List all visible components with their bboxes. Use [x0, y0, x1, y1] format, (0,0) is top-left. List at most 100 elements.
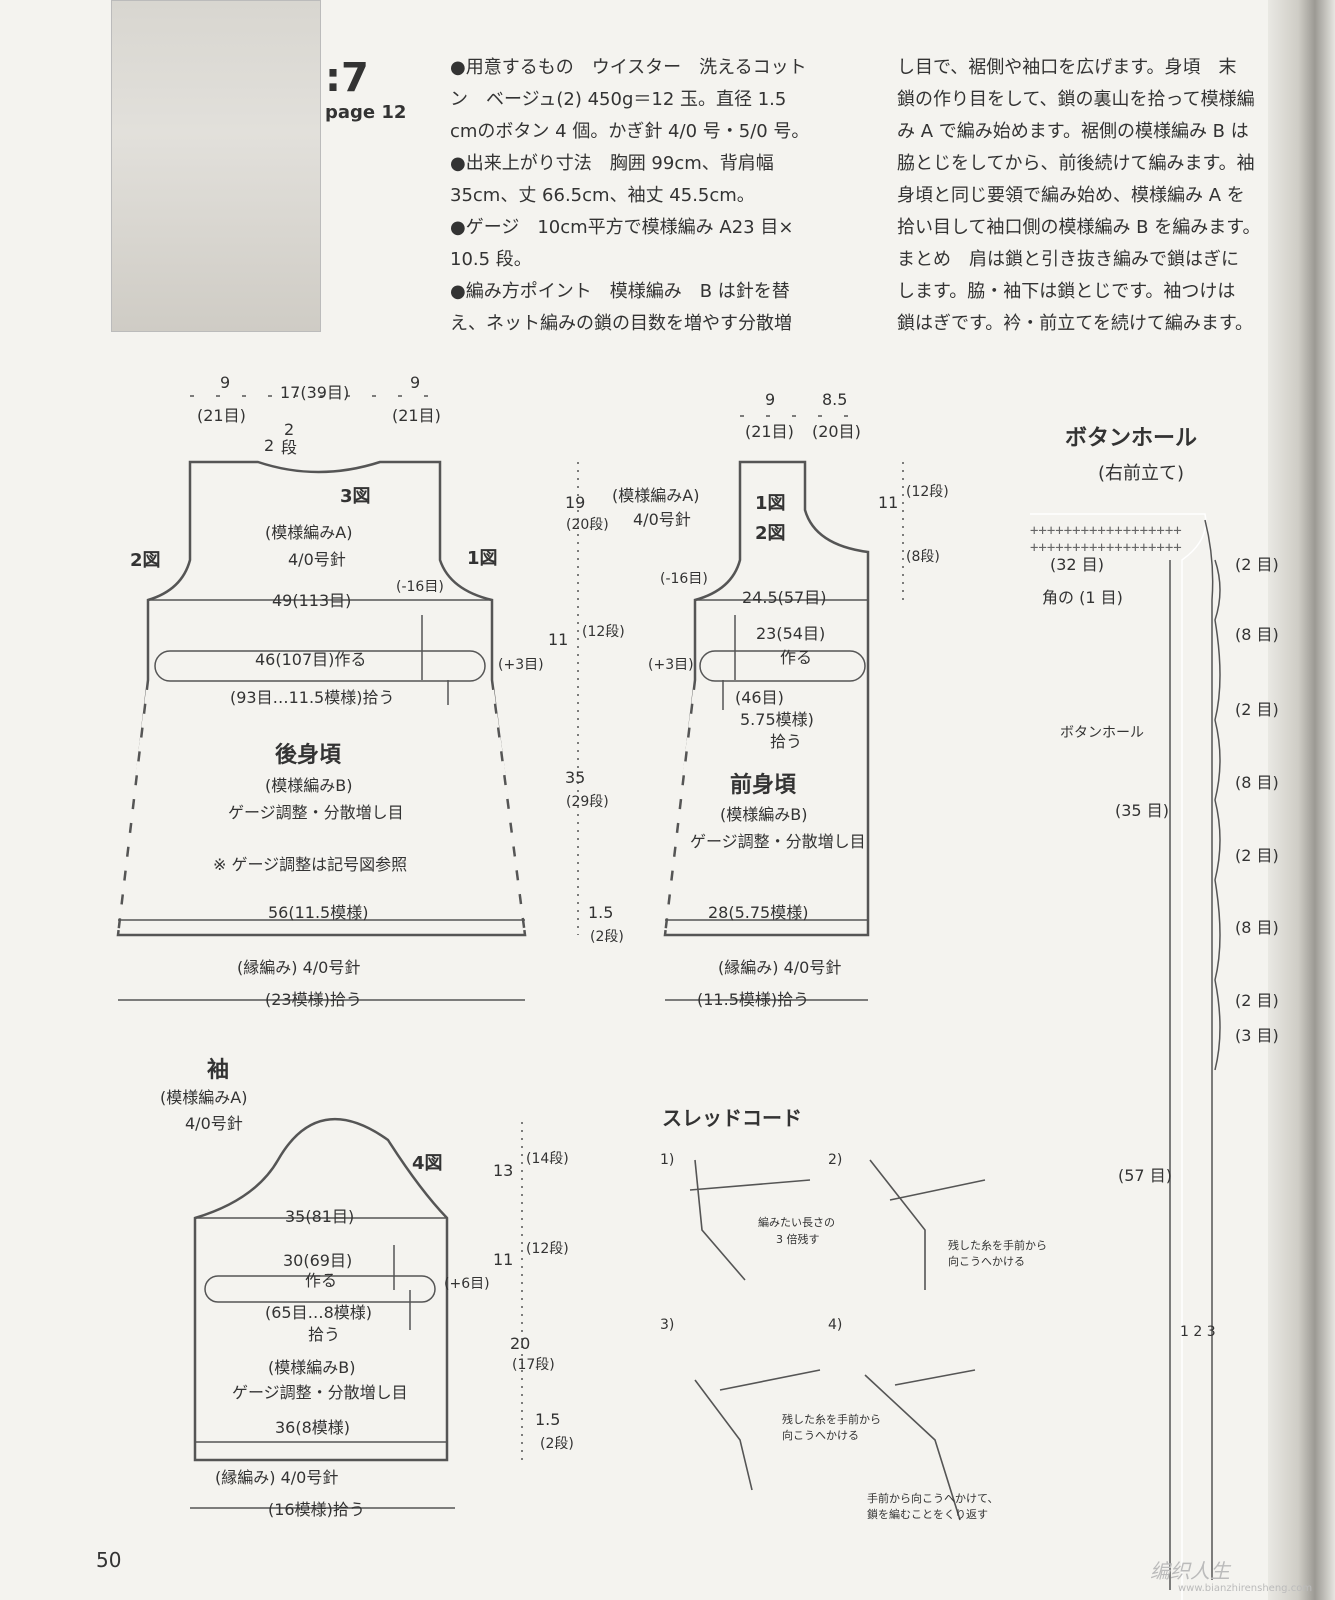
pickup-label: (93目…11.5模様)拾う — [230, 688, 395, 707]
inc-label: (+6目) — [444, 1276, 490, 1292]
vert-dim: (2段) — [590, 929, 624, 945]
foundation-label: 46(107目)作る — [255, 650, 367, 669]
needle-label: 4/0号針 — [633, 510, 691, 529]
step-note: 向こうへかける — [782, 1429, 859, 1442]
stitch-label: (2 目) — [1235, 991, 1279, 1010]
foundation-label: 作る — [780, 648, 813, 667]
dim-label: 9 — [765, 390, 776, 409]
fig-label: 2図 — [755, 523, 786, 544]
text-line: 10.5 段。 — [450, 249, 532, 270]
sleeve-outline — [193, 1118, 449, 1462]
vert-dim: (14段) — [526, 1151, 569, 1167]
stitch-label: (8 目) — [1235, 625, 1279, 644]
dim-label: (21目) — [392, 406, 441, 425]
edging-label: (縁編み) 4/0号針 — [237, 958, 361, 977]
vert-dim: (12段) — [906, 484, 949, 500]
text-line: 35cm、丈 66.5cm、袖丈 45.5cm。 — [450, 185, 755, 206]
vert-dim: (12段) — [526, 1241, 569, 1257]
hem-width: 28(5.75模様) — [708, 903, 809, 922]
piece-name: 後身頃 — [275, 743, 342, 768]
pattern-b-label: (模様編みB) — [265, 776, 353, 795]
text-line: 脇とじをしてから、前後続けて編みます。袖 — [897, 153, 1255, 174]
vert-dim: (29段) — [566, 794, 609, 810]
thread-cord-title: スレッドコード — [662, 1106, 802, 1130]
step-note: 残した糸を手前から — [948, 1239, 1047, 1252]
inc-label: (+3目) — [648, 657, 694, 673]
cross-stitch-grid: ++++++++++++++++++ ++++++++++++++++++ — [1030, 523, 1182, 556]
neck-label: 2 — [264, 436, 275, 455]
step-number: 2) — [828, 1152, 843, 1168]
edging-label: (縁編み) 4/0号針 — [718, 958, 842, 977]
neck-label: 2 — [284, 420, 295, 439]
dim-label: 9 — [220, 373, 231, 392]
vert-dim: 20 — [510, 1334, 531, 1353]
edging-pickup: (11.5模様)拾う — [697, 990, 810, 1009]
chest-width: 49(113目) — [272, 591, 352, 610]
dec-label: (-16目) — [660, 571, 708, 587]
hem-width: 56(11.5模様) — [268, 903, 369, 922]
dim-label: (21目) — [197, 406, 246, 425]
page-number: 50 — [96, 1548, 122, 1572]
text-line: し目で、裾側や袖口を広げます。身頃 末 — [897, 57, 1237, 78]
text-line: 拾い目して袖口側の模様編み B を編みます。 — [897, 217, 1261, 238]
pickup-label: (46目) — [735, 688, 784, 707]
step-note: 向こうへかける — [948, 1255, 1025, 1268]
sleeve-title: 袖 — [207, 1058, 230, 1083]
vert-dim: (20段) — [566, 517, 609, 533]
text-line: ●出来上がり寸法 胸囲 99cm、背肩幅 — [450, 153, 774, 174]
stitch-label: (2 目) — [1235, 555, 1279, 574]
stitch-label: (2 目) — [1235, 846, 1279, 865]
gauge-label: ゲージ調整・分散増し目 — [690, 832, 866, 851]
step-number: 4) — [828, 1317, 843, 1333]
text-line: 鎖の作り目をして、鎖の裏山を拾って模様編 — [897, 89, 1255, 110]
vert-dim: (17段) — [512, 1357, 555, 1373]
dim-label: 8.5 — [822, 390, 848, 409]
hem-width: 36(8模様) — [275, 1418, 351, 1437]
instructions-col1: ●用意するもの ウイスター 洗えるコット ン ベージュ(2) 450g＝12 玉… — [450, 52, 809, 340]
vert-dim: (8段) — [906, 549, 940, 565]
dim-label: 9 — [410, 373, 421, 392]
fig-label: 4図 — [412, 1153, 443, 1174]
dec-label: (-16目) — [396, 579, 444, 595]
upper-width: 35(81目) — [285, 1207, 355, 1226]
stitch-label: ボタンホール — [1060, 725, 1144, 741]
text-line: まとめ 肩は鎖と引き抜き編みで鎖はぎに — [897, 249, 1239, 270]
dim-label: (20目) — [812, 422, 861, 441]
text-line: ●編み方ポイント 模様編み B は針を替 — [450, 281, 790, 302]
pattern-a-label: (模様編みA) — [265, 523, 353, 542]
instructions-col2: し目で、裾側や袖口を広げます。身頃 末 鎖の作り目をして、鎖の裏山を拾って模様編… — [897, 52, 1267, 340]
stitch-label: (2 目) — [1235, 700, 1279, 719]
pickup-label: 拾う — [308, 1325, 341, 1344]
text-line: え、ネット編みの鎖の目数を増やす分散増 — [450, 313, 792, 334]
fig-label: 3図 — [340, 486, 371, 507]
pickup-label: 5.75模様) — [740, 710, 814, 729]
text-line: 身頃と同じ要領で編み始め、模様編み A を — [897, 185, 1245, 206]
watermark: 编织人生 — [1150, 1559, 1230, 1583]
book-spine — [1268, 0, 1335, 1600]
neck-label: 段 — [281, 438, 298, 457]
needle-label: 4/0号針 — [185, 1114, 243, 1133]
vert-dim: 11 — [878, 493, 899, 512]
text-line: ●ゲージ 10cm平方で模様編み A23 目× — [450, 217, 794, 238]
needle-label: 4/0号針 — [288, 550, 346, 569]
pattern-a-label: (模様編みA) — [612, 486, 700, 505]
text-line: 鎖はぎです。衿・前立てを続けて編みます。 — [897, 313, 1254, 334]
stitch-label: (57 目) — [1118, 1166, 1172, 1185]
stitch-label: 角の (1 目) — [1042, 588, 1123, 607]
vert-dim: (2段) — [540, 1436, 574, 1452]
pattern-number: :7 — [325, 55, 369, 101]
gauge-label: ゲージ調整・分散増し目 — [232, 1383, 408, 1402]
page-reference: page 12 — [325, 102, 407, 123]
vert-dim: 11 — [493, 1250, 514, 1269]
note-label: ※ ゲージ調整は記号図参照 — [213, 855, 408, 874]
stitch-label: (8 目) — [1235, 773, 1279, 792]
pickup-label: (65目…8模様) — [265, 1303, 373, 1322]
stitch-label: (32 目) — [1050, 555, 1104, 574]
step-note: 3 倍残す — [776, 1233, 820, 1246]
fig-label: 1図 — [467, 548, 498, 569]
dim-label: 17(39目) — [280, 383, 350, 402]
piece-name: 前身頃 — [730, 773, 797, 798]
vert-dim: 13 — [493, 1161, 514, 1180]
pattern-a-label: (模様編みA) — [160, 1088, 248, 1107]
pickup-label: 拾う — [770, 732, 803, 751]
